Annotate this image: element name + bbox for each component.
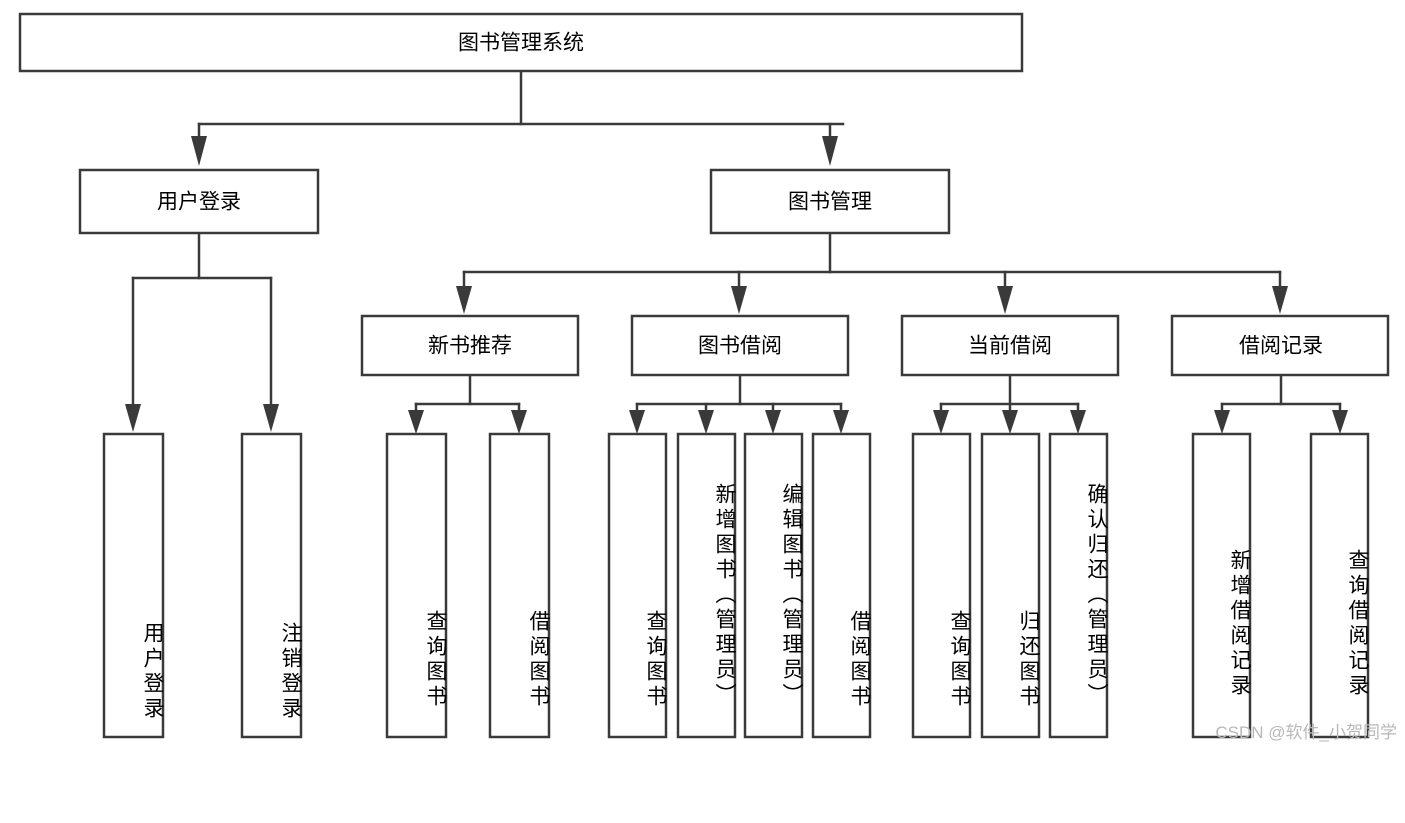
node-leaf-confirm-return-admin[interactable] bbox=[1048, 432, 1109, 739]
connector-group-root bbox=[191, 69, 845, 166]
arrowhead-leaf-current-borrow-3 bbox=[1070, 410, 1086, 434]
connector-group-user-login bbox=[125, 231, 279, 432]
node-leaf-add-book-admin[interactable] bbox=[676, 432, 737, 739]
node-borrow-record[interactable] bbox=[1170, 314, 1390, 377]
node-leaf-query-book-new[interactable] bbox=[385, 432, 448, 739]
flowchart-canvas: 图书管理系统 用户登录 图书管理 新书推荐 图书借阅 当前借阅 借阅记录 bbox=[18, 12, 1397, 742]
arrowhead-new-book bbox=[456, 286, 472, 314]
connector-group-book-borrow bbox=[629, 373, 849, 434]
arrowhead-current-borrow bbox=[997, 286, 1013, 314]
node-leaf-borrow-book-bb[interactable] bbox=[811, 432, 872, 739]
node-new-book-label: 新书推荐 bbox=[428, 335, 512, 358]
arrowhead-book-borrow bbox=[731, 286, 747, 314]
arrowhead-leaf-book-borrow-1 bbox=[629, 410, 645, 434]
node-book-manage[interactable] bbox=[709, 168, 951, 235]
arrowhead-leaf-user-login-1 bbox=[125, 404, 141, 432]
node-book-manage-label: 图书管理 bbox=[788, 191, 872, 214]
arrowhead-leaf-borrow-record-2 bbox=[1332, 410, 1348, 434]
arrowhead-leaf-new-book-2 bbox=[511, 410, 527, 434]
node-leaf-user-login[interactable] bbox=[102, 432, 165, 739]
node-leaf-edit-book-admin[interactable] bbox=[743, 432, 804, 739]
watermark-text: CSDN @软件_小贺同学 bbox=[1215, 723, 1397, 742]
node-book-borrow-label: 图书借阅 bbox=[698, 335, 782, 358]
arrowhead-leaf-book-borrow-3 bbox=[765, 410, 781, 434]
arrowhead-leaf-current-borrow-2 bbox=[1002, 410, 1018, 434]
arrowhead-leaf-borrow-record-1 bbox=[1214, 410, 1230, 434]
node-leaf-query-book-cb[interactable] bbox=[911, 432, 972, 739]
node-leaf-borrow-book-new[interactable] bbox=[488, 432, 551, 739]
node-leaf-logout[interactable] bbox=[240, 432, 303, 739]
node-leaf-query-book-bb[interactable] bbox=[607, 432, 668, 739]
arrowhead-borrow-record bbox=[1272, 286, 1288, 314]
connector-group-current-borrow bbox=[933, 373, 1086, 434]
node-user-login[interactable] bbox=[78, 168, 320, 235]
flowchart-svg: 图书管理系统 用户登录 图书管理 新书推荐 图书借阅 当前借阅 借阅记录 bbox=[18, 12, 1390, 739]
arrowhead-leaf-book-borrow-4 bbox=[833, 410, 849, 434]
arrowhead-book-manage bbox=[822, 136, 838, 166]
node-new-book[interactable] bbox=[360, 314, 580, 377]
node-leaf-add-borrow-record[interactable] bbox=[1191, 432, 1252, 739]
node-root[interactable] bbox=[18, 12, 1024, 73]
node-leaf-query-borrow-record[interactable] bbox=[1309, 432, 1370, 739]
node-borrow-record-label: 借阅记录 bbox=[1239, 335, 1323, 358]
node-book-borrow[interactable] bbox=[630, 314, 850, 377]
arrowhead-leaf-book-borrow-2 bbox=[698, 410, 714, 434]
connector-group-borrow-record bbox=[1214, 373, 1348, 434]
node-leaf-return-book[interactable] bbox=[980, 432, 1041, 739]
arrowhead-leaf-new-book-1 bbox=[408, 410, 424, 434]
node-current-borrow[interactable] bbox=[900, 314, 1120, 377]
node-root-label: 图书管理系统 bbox=[458, 32, 584, 55]
arrowhead-leaf-current-borrow-1 bbox=[933, 410, 949, 434]
arrowhead-leaf-user-login-2 bbox=[263, 404, 279, 432]
node-current-borrow-label: 当前借阅 bbox=[968, 335, 1052, 358]
node-user-login-label: 用户登录 bbox=[157, 191, 241, 214]
arrowhead-user-login bbox=[191, 136, 207, 166]
connector-group-new-book bbox=[408, 373, 527, 434]
connector-group-book-manage bbox=[456, 231, 1288, 314]
